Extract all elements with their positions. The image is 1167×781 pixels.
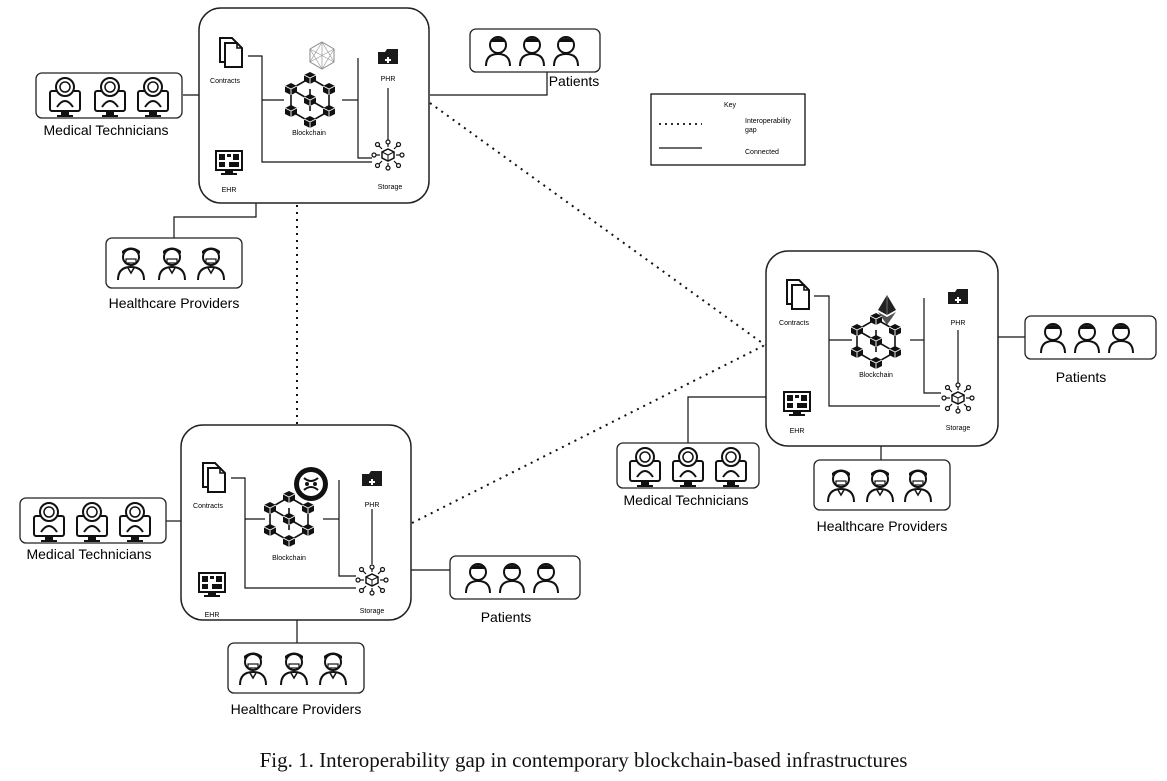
storage-icon: [941, 382, 975, 414]
blockchain-system-box: [198, 7, 430, 204]
ripple-icon: [293, 466, 329, 502]
patients-label: Patients: [1056, 369, 1107, 385]
cluster-right: Contracts Blockchain PHR Storage EHR Pat…: [616, 250, 1157, 534]
contracts-label: Contracts: [210, 78, 240, 85]
blockchain-system-box: [765, 250, 999, 447]
medical-technicians-label: Medical Technicians: [26, 546, 151, 562]
phr-label: PHR: [365, 502, 380, 509]
contracts-label: Contracts: [193, 503, 223, 510]
cluster-bottom-left: Contracts Blockchain PHR Storage EHR Med…: [19, 424, 581, 717]
healthcare-providers-label: Healthcare Providers: [109, 295, 240, 311]
patients-label: Patients: [549, 73, 600, 89]
medical-technicians-label: Medical Technicians: [43, 122, 168, 138]
blockchain-label: Blockchain: [272, 555, 306, 562]
key-connected-label: Connected: [745, 149, 779, 156]
healthcare-providers-label: Healthcare Providers: [231, 701, 362, 717]
storage-icon: [355, 564, 389, 596]
healthcare-providers-label: Healthcare Providers: [817, 518, 948, 534]
ehr-label: EHR: [790, 428, 805, 435]
blockchain-label: Blockchain: [292, 130, 326, 137]
phr-label: PHR: [381, 76, 396, 83]
contracts-label: Contracts: [779, 320, 809, 327]
gap-line-top-right: [429, 102, 766, 346]
storage-label: Storage: [360, 608, 385, 615]
key-title: Key: [724, 102, 737, 109]
storage-icon: [371, 139, 405, 171]
patients-label: Patients: [481, 609, 532, 625]
ehr-label: EHR: [222, 187, 237, 194]
phr-label: PHR: [951, 320, 966, 327]
figure-caption: Fig. 1. Interoperability gap in contempo…: [259, 748, 908, 772]
storage-label: Storage: [946, 425, 971, 432]
ehr-label: EHR: [205, 612, 220, 619]
blockchain-label: Blockchain: [859, 372, 893, 379]
cluster-top-left: Contracts Blockchain PHR Storage EHR Med…: [35, 7, 601, 311]
storage-label: Storage: [378, 184, 403, 191]
gap-line-bottom-right: [411, 344, 766, 524]
interoperability-gap-lines: [296, 102, 766, 524]
medical-technicians-label: Medical Technicians: [623, 492, 748, 508]
